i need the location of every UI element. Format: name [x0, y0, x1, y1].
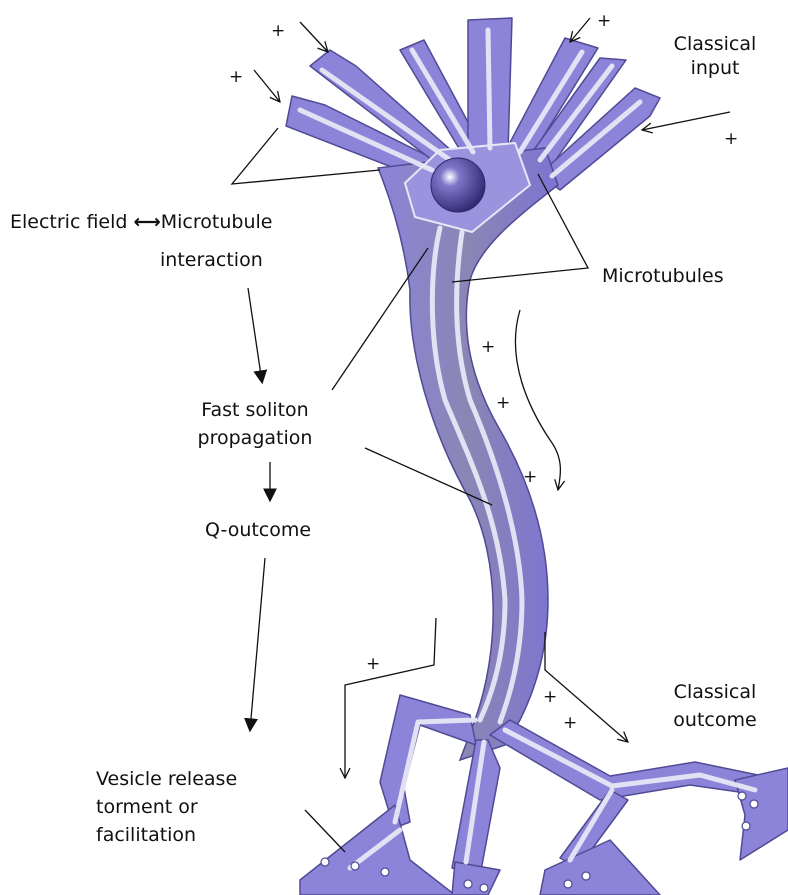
input-arrow-2	[254, 70, 280, 102]
classical-input-line-1: Classical	[650, 32, 780, 56]
zigzag-arrow-right	[545, 632, 628, 742]
terminal-foot-middle	[452, 862, 500, 895]
charge-plus-6: +	[496, 394, 510, 412]
input-arrow-3	[570, 18, 590, 42]
vesicle-release-label: Vesicle release torment or facilitation	[96, 767, 237, 847]
classical-outcome-line-2: outcome	[650, 708, 780, 732]
classical-input-arrow	[642, 112, 730, 130]
charge-plus-9: +	[543, 688, 557, 706]
axon-branch-right	[490, 720, 760, 800]
nucleus	[431, 158, 485, 212]
charge-plus-3: +	[597, 12, 611, 30]
electric-field-label: Electric field ⟷Microtubule	[10, 210, 272, 234]
wavy-arrow-right	[515, 310, 560, 490]
fast-soliton-line-1: Fast soliton	[160, 398, 350, 422]
classical-outcome-line-1: Classical	[650, 680, 780, 704]
electric-field-text: Electric field	[10, 211, 127, 233]
terminal-foot-right-top	[735, 768, 788, 860]
charge-plus-4: +	[724, 130, 738, 148]
charge-plus-8: +	[366, 655, 380, 673]
classical-input-label: Classical input	[650, 32, 780, 80]
fast-soliton-label: Fast soliton propagation	[160, 398, 350, 450]
input-arrow-1	[300, 22, 328, 52]
charge-plus-5: +	[481, 338, 495, 356]
mt-dendrite-4	[488, 30, 490, 148]
double-arrow-icon: ⟷	[134, 211, 161, 233]
classical-outcome-label: Classical outcome	[650, 680, 780, 732]
vesicle-pointer	[305, 810, 345, 852]
terminal-foot-right-bottom	[540, 840, 660, 895]
microtubule-text: Microtubule	[161, 211, 273, 233]
classical-input-line-2: input	[650, 56, 780, 80]
charge-plus-10: +	[563, 714, 577, 732]
charge-plus-2: +	[229, 68, 243, 86]
arrow-q-to-vesicle	[250, 558, 265, 730]
arrow-interaction-to-soliton	[248, 288, 262, 382]
charge-plus-7: +	[523, 468, 537, 486]
fast-soliton-line-2: propagation	[160, 426, 350, 450]
interaction-label: interaction	[160, 248, 263, 272]
q-outcome-label: Q-outcome	[205, 518, 311, 542]
vesicle-release-line-2: torment or	[96, 795, 237, 819]
charge-plus-1: +	[271, 22, 285, 40]
microtubules-label: Microtubules	[602, 264, 724, 288]
vesicle-release-line-1: Vesicle release	[96, 767, 237, 791]
vesicle-release-line-3: facilitation	[96, 823, 237, 847]
